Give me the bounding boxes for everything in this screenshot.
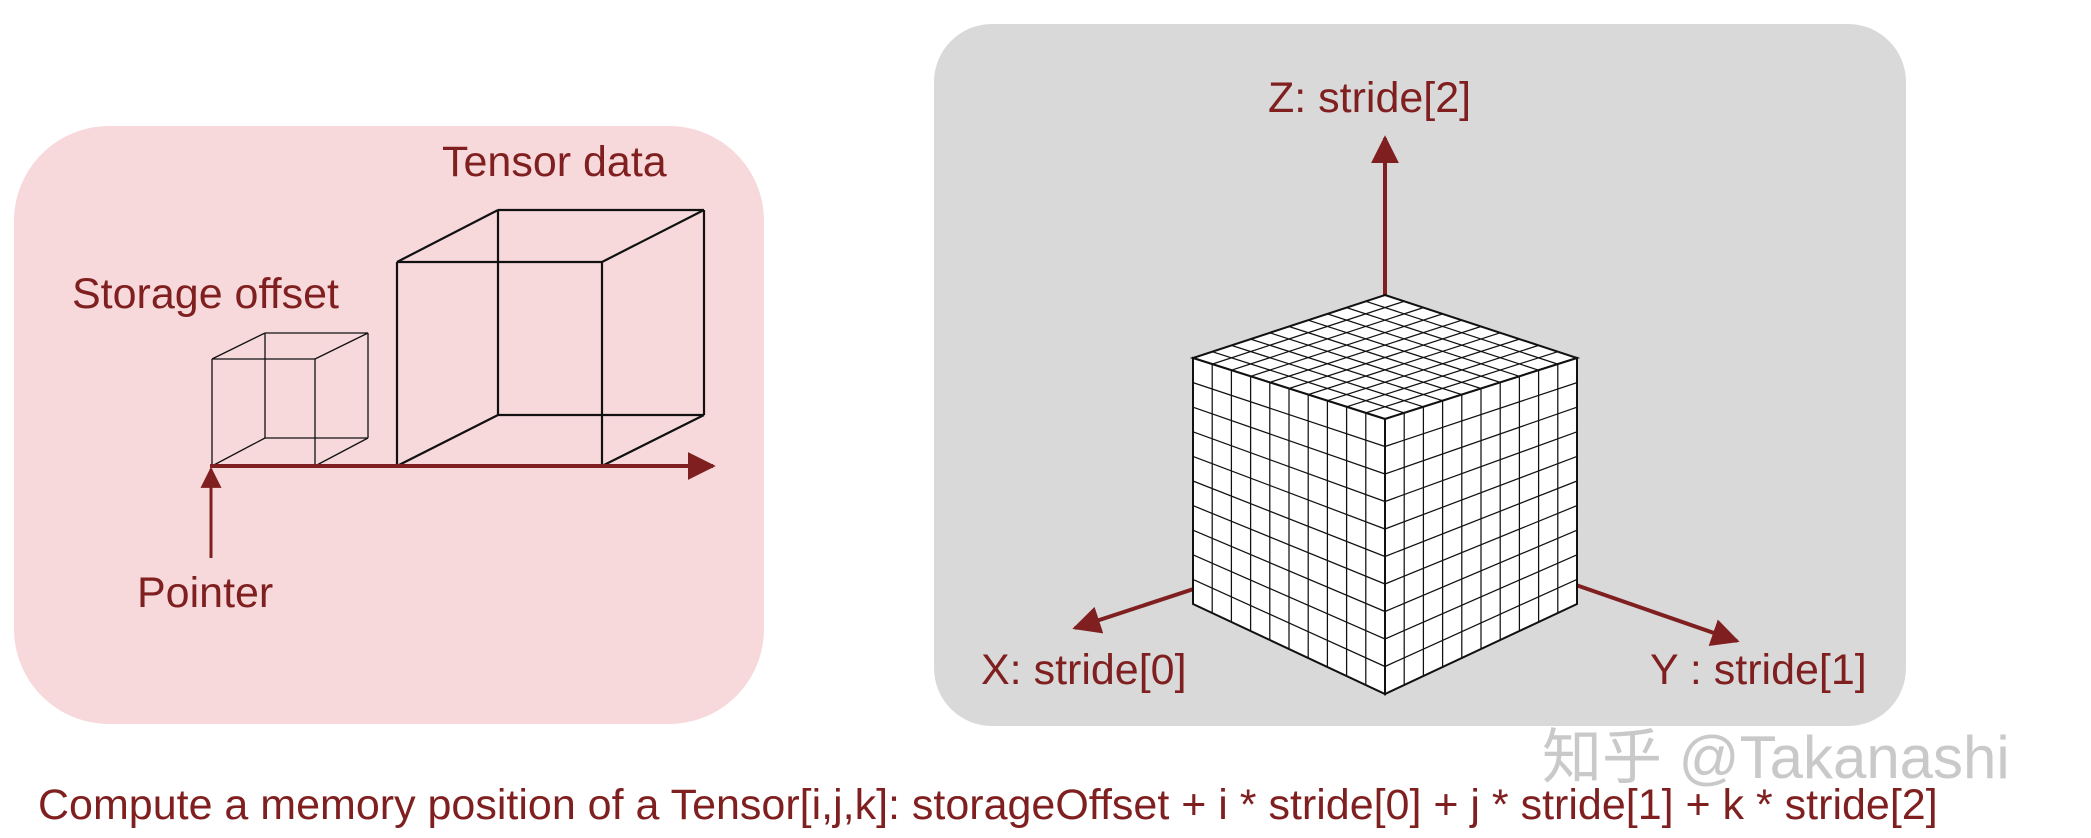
grid-cube-top-line	[1308, 319, 1501, 383]
grid-cube-right-line	[1384, 480, 1578, 558]
grid-cube-top-line	[1346, 307, 1539, 371]
tensor-data-label: Tensor data	[442, 138, 667, 186]
memory-position-formula: Compute a memory position of a Tensor[i,…	[38, 781, 1938, 829]
grid-cube-top-line	[1365, 351, 1558, 414]
grid-cube-left-line	[1192, 578, 1386, 668]
grid-cube-right-line	[1384, 554, 1578, 640]
grid-cube-right-line	[1384, 578, 1578, 668]
storage-panel-background	[14, 126, 764, 724]
grid-cube-right-line	[1384, 529, 1578, 613]
y-axis-label: Y : stride[1]	[1650, 646, 1867, 694]
x-axis-label: X: stride[0]	[981, 646, 1187, 694]
grid-cube	[1189, 293, 1581, 696]
watermark-text: 知乎 @Takanashi	[1542, 724, 2010, 791]
z-axis-label: Z: stride[2]	[1268, 74, 1471, 122]
pointer-label: Pointer	[137, 569, 273, 617]
grid-cube-top-line	[1327, 338, 1520, 402]
storage-panel: Tensor data Storage offset Pointer	[14, 126, 764, 724]
grid-cube-top-line	[1327, 313, 1520, 377]
y-axis-arrow	[1552, 575, 1740, 646]
grid-cube-right-line	[1384, 505, 1578, 585]
grid-cube-top-line	[1308, 332, 1501, 396]
grid-cube-cell-lines	[1192, 300, 1578, 685]
grid-cube-left-line	[1192, 529, 1386, 613]
grid-cube-top-line	[1288, 325, 1482, 390]
storage-offset-label: Storage offset	[72, 270, 339, 318]
grid-cube-left-line	[1192, 554, 1386, 640]
grid-cube-top-line	[1365, 300, 1558, 365]
grid-cube-left-line	[1192, 480, 1386, 558]
grid-cube-left-line	[1192, 505, 1386, 585]
tensor-data-cube	[395, 208, 706, 468]
stride-panel: Z: stride[2] X: stride[0] Y : stride[1]	[934, 24, 1906, 726]
grid-cube-top-line	[1346, 344, 1539, 408]
